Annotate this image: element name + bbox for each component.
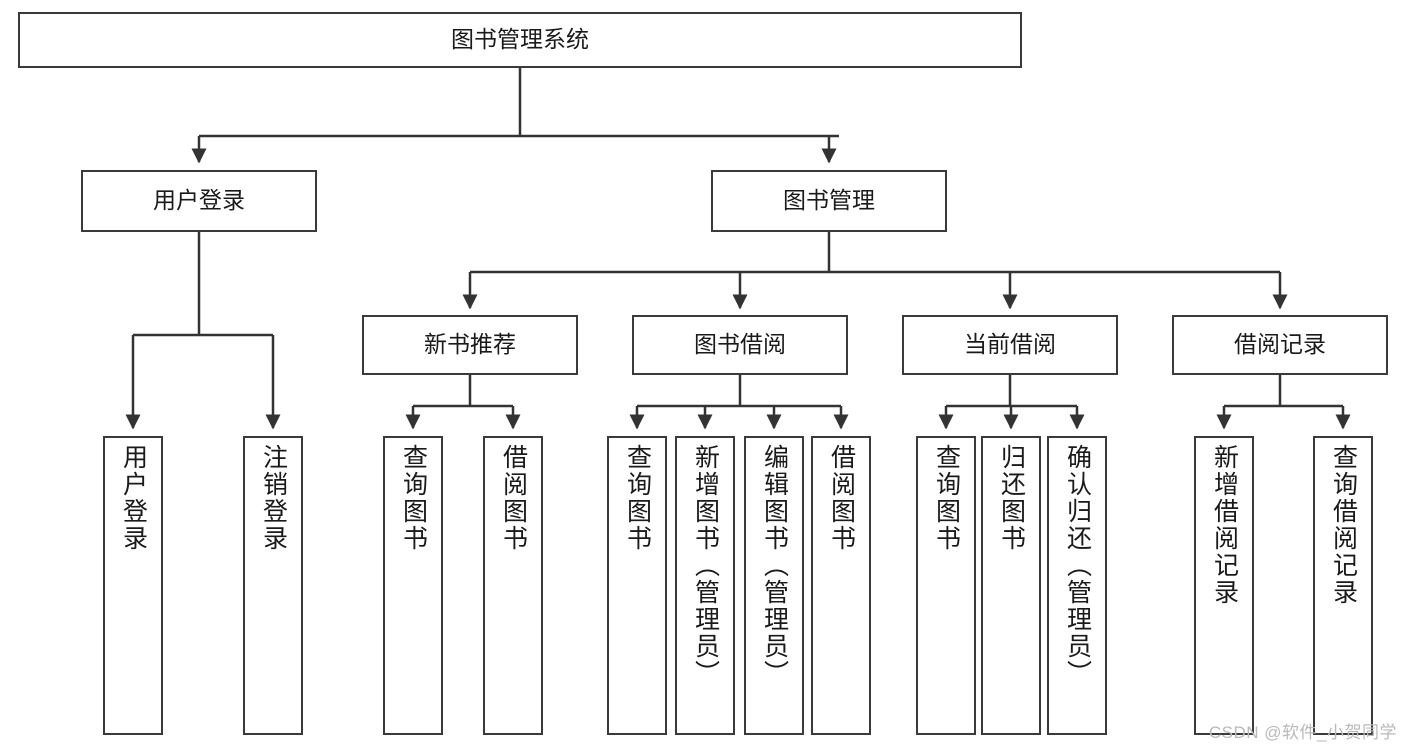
node-new-book-rec-label: 新书推荐 [424, 331, 516, 358]
node-leaf-user-login[interactable]: 用户登录 [103, 436, 163, 735]
node-user-login-label: 用户登录 [153, 187, 245, 214]
csdn-watermark: CSDN @软件_小贺同学 [1208, 723, 1397, 742]
node-leaf-borrow-book-1[interactable]: 借阅图书 [483, 436, 543, 735]
node-leaf-borrow-book-2-label: 借阅图书 [827, 444, 856, 552]
node-book-borrow-label: 图书借阅 [694, 331, 786, 358]
node-leaf-query-book-3[interactable]: 查询图书 [916, 436, 976, 735]
node-leaf-confirm-return-label: 确认归还（管理员） [1063, 444, 1092, 687]
node-book-manage[interactable]: 图书管理 [711, 170, 947, 232]
node-leaf-return-book[interactable]: 归还图书 [981, 436, 1041, 735]
node-leaf-add-borrow-record[interactable]: 新增借阅记录 [1194, 436, 1254, 735]
node-user-login[interactable]: 用户登录 [81, 170, 317, 232]
node-current-borrow[interactable]: 当前借阅 [902, 315, 1118, 375]
node-leaf-add-book-label: 新增图书（管理员） [691, 444, 720, 687]
node-leaf-logout[interactable]: 注销登录 [243, 436, 303, 735]
node-leaf-query-borrow-record[interactable]: 查询借阅记录 [1313, 436, 1373, 735]
node-leaf-borrow-book-1-label: 借阅图书 [499, 444, 528, 552]
node-leaf-query-book-2-label: 查询图书 [623, 444, 652, 552]
node-borrow-record[interactable]: 借阅记录 [1172, 315, 1388, 375]
node-current-borrow-label: 当前借阅 [964, 331, 1056, 358]
node-new-book-rec[interactable]: 新书推荐 [362, 315, 578, 375]
node-root-label: 图书管理系统 [451, 26, 589, 53]
node-leaf-edit-book[interactable]: 编辑图书（管理员） [744, 436, 804, 735]
node-leaf-confirm-return[interactable]: 确认归还（管理员） [1047, 436, 1107, 735]
node-borrow-record-label: 借阅记录 [1234, 331, 1326, 358]
node-book-borrow[interactable]: 图书借阅 [632, 315, 848, 375]
node-leaf-query-book-1[interactable]: 查询图书 [383, 436, 443, 735]
node-leaf-add-book[interactable]: 新增图书（管理员） [675, 436, 735, 735]
node-leaf-logout-label: 注销登录 [259, 444, 288, 552]
node-leaf-user-login-label: 用户登录 [119, 444, 148, 552]
node-book-manage-label: 图书管理 [783, 187, 875, 214]
node-leaf-return-book-label: 归还图书 [997, 444, 1026, 552]
node-leaf-query-book-1-label: 查询图书 [399, 444, 428, 552]
node-leaf-add-borrow-record-label: 新增借阅记录 [1210, 444, 1239, 606]
node-leaf-query-book-3-label: 查询图书 [932, 444, 961, 552]
node-root[interactable]: 图书管理系统 [18, 12, 1022, 68]
node-leaf-query-borrow-record-label: 查询借阅记录 [1329, 444, 1358, 606]
node-leaf-query-book-2[interactable]: 查询图书 [607, 436, 667, 735]
node-leaf-borrow-book-2[interactable]: 借阅图书 [811, 436, 871, 735]
node-leaf-edit-book-label: 编辑图书（管理员） [760, 444, 789, 687]
